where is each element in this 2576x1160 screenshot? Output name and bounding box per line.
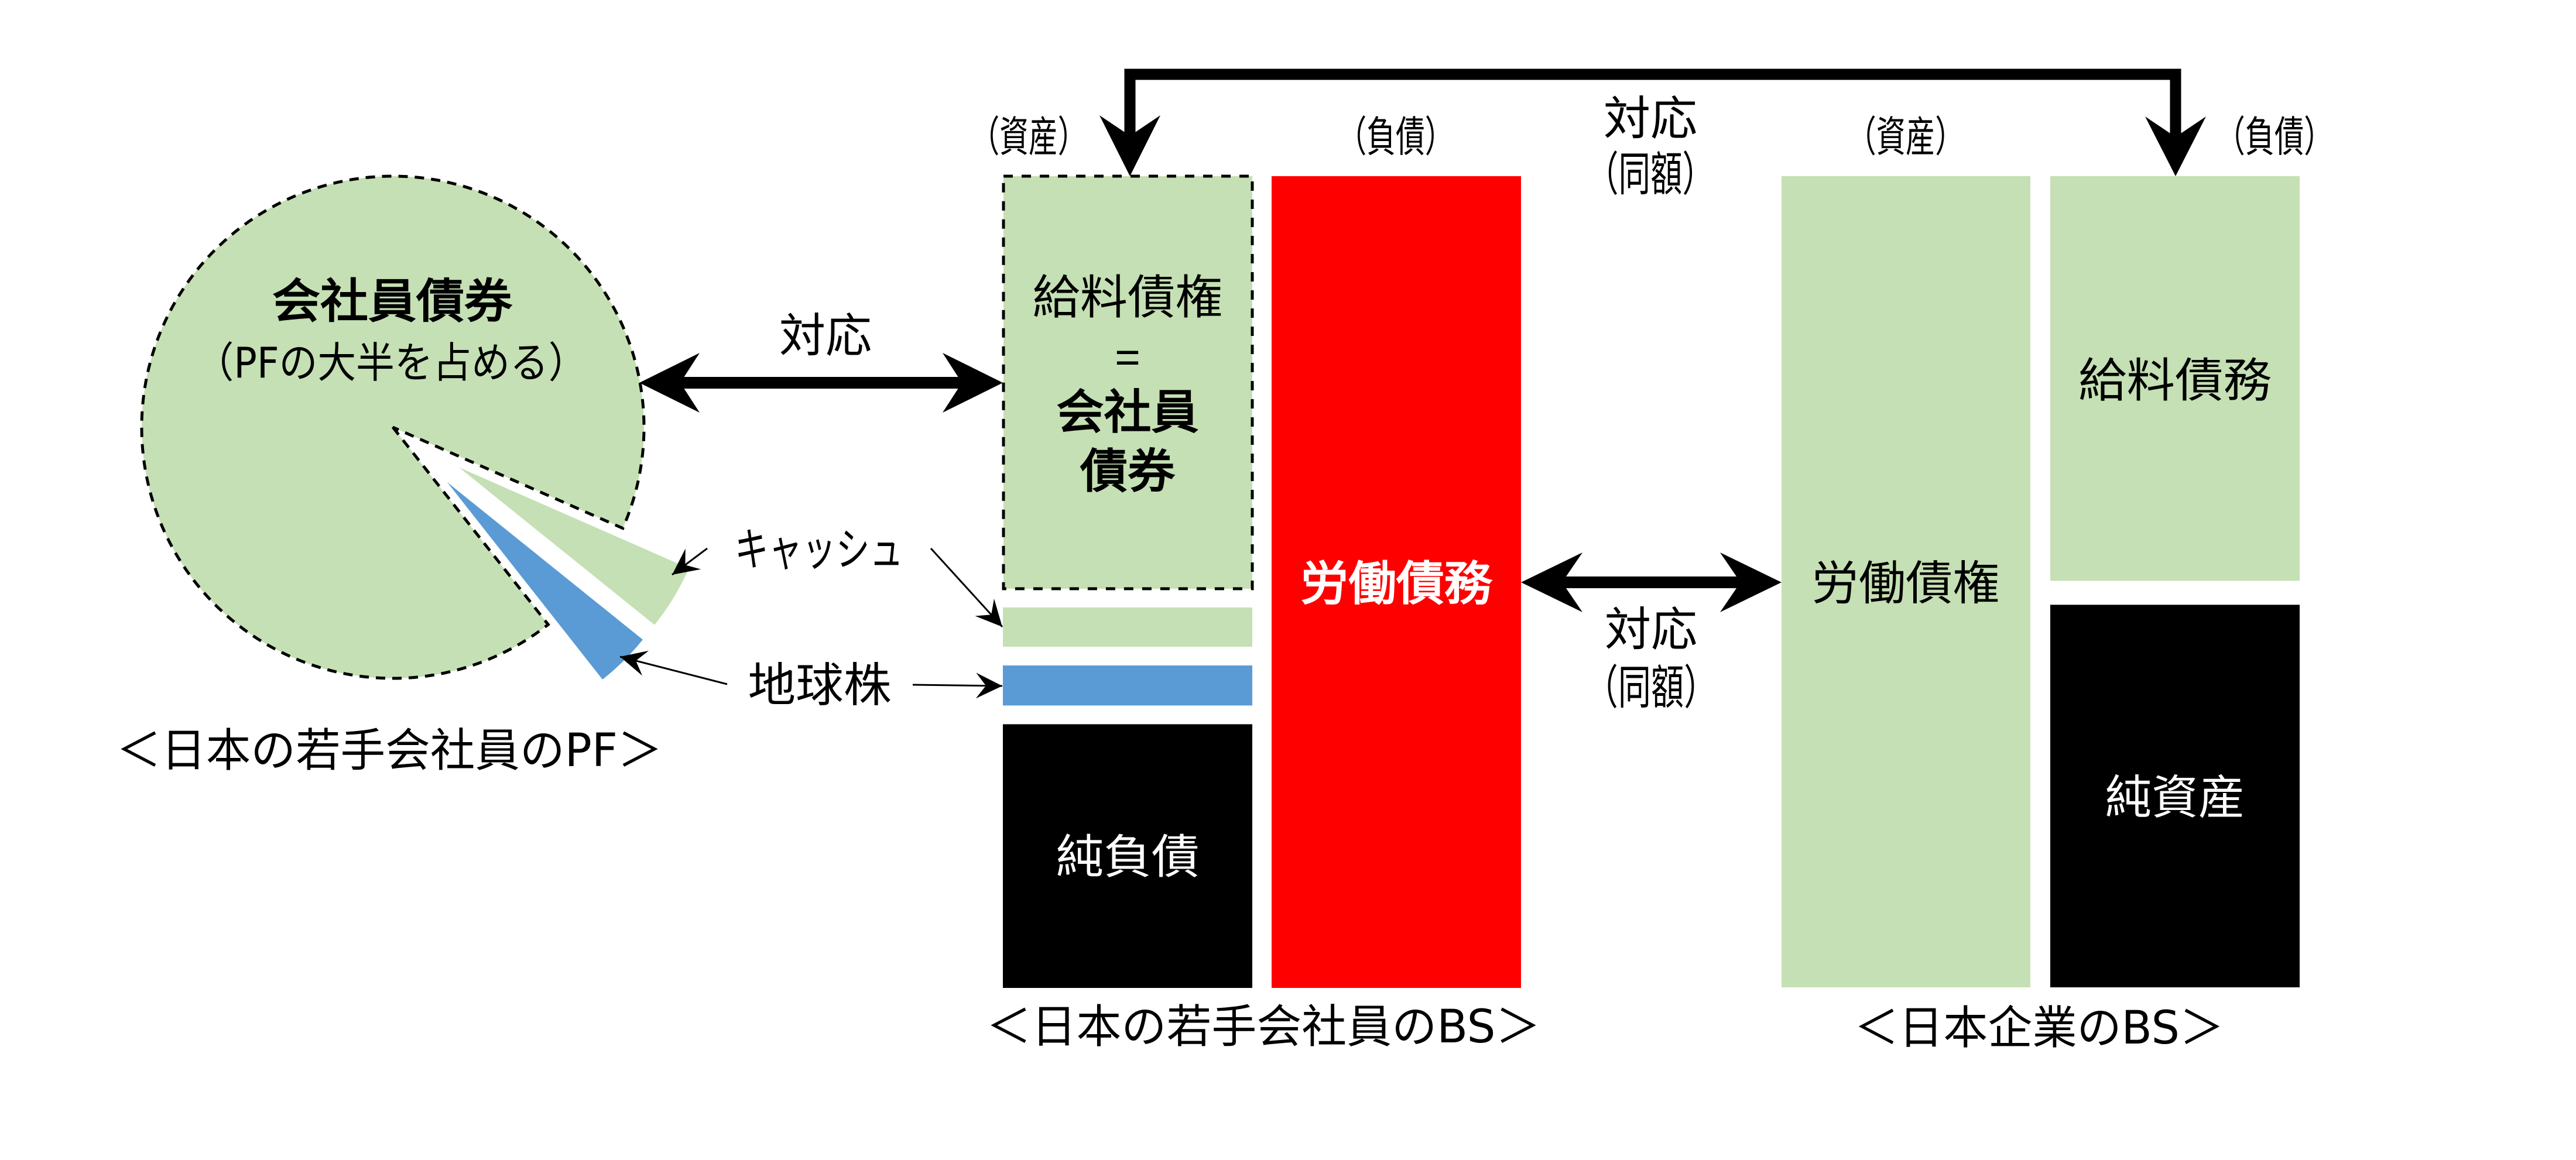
net-assets-label: 純資産 <box>2105 771 2245 825</box>
labor-claim-label: 労働債権 <box>1812 557 2000 611</box>
employee-assets-column <box>1002 174 1254 988</box>
pf-correspondence-label: 対応 <box>779 309 872 363</box>
employee-assets-header: （資産） <box>971 112 1087 162</box>
employee-bond-label-line1: 会社員 <box>1057 385 1199 440</box>
pf-caption: ＜日本の若手会社員のPF＞ <box>117 725 663 777</box>
cash-callout-label: キャッシュ <box>735 524 903 576</box>
labor-obligation-label: 労働債務 <box>1301 557 1493 611</box>
salary-debt-label: 給料債務 <box>2078 354 2272 408</box>
connector-arrowhead-right <box>2145 116 2206 176</box>
bs-block-net-debt <box>1003 724 1252 988</box>
cash-to-bs-arrow <box>930 547 1003 628</box>
bs-block-salary-debt <box>2050 176 2300 581</box>
cash-to-pie-arrow <box>672 547 708 576</box>
salary-correspondence-label: 対応 <box>1604 92 1697 146</box>
stocks-to-bs-arrow <box>912 672 1003 699</box>
company-assets-header: （資産） <box>1847 112 1965 162</box>
pie-main-label: 会社員債券 <box>272 274 513 329</box>
labor-correspondence-double-arrow <box>1521 552 1782 612</box>
stocks-callout-label: 地球株 <box>748 658 892 713</box>
equals-sign: ＝ <box>1113 332 1142 387</box>
net-debt-label: 純負債 <box>1056 830 1200 884</box>
salary-correspondence-sublabel: （同額） <box>1587 147 1714 202</box>
portfolio-pie-chart <box>140 174 689 680</box>
employee-liabilities-header: （負債） <box>1338 112 1454 162</box>
connector-arrowhead-left <box>1099 115 1160 176</box>
employee-bond-label-line2: 債券 <box>1080 444 1176 499</box>
labor-correspondence-label: 対応 <box>1605 603 1697 657</box>
salary-claim-label: 給料債権 <box>1033 270 1223 325</box>
bs-block-labor-claim <box>1782 176 2030 987</box>
pie-slice-global-stocks <box>447 482 643 679</box>
bs-block-labor-obligation <box>1272 176 1521 988</box>
employee-bs-caption: ＜日本の若手会社員のBS＞ <box>986 1001 1541 1053</box>
pie-main-sublabel: （PFの大半を占める） <box>196 338 587 387</box>
labor-correspondence-sublabel: （同額） <box>1585 661 1717 715</box>
pf-correspondence-double-arrow <box>639 353 1003 413</box>
salary-correspondence-connector <box>1124 68 2181 140</box>
pie-slice-cash <box>458 467 689 625</box>
employee-liabilities-column <box>1272 176 1521 988</box>
company-liabilities-header: （負債） <box>2216 112 2334 162</box>
bs-block-cash <box>1003 607 1252 647</box>
bs-block-global-stocks <box>1003 665 1252 706</box>
company-assets-column <box>1782 176 2030 987</box>
company-bs-caption: ＜日本企業のBS＞ <box>1854 1002 2224 1055</box>
stocks-to-pie-arrow <box>619 650 728 685</box>
company-liabilities-column <box>2050 176 2300 987</box>
pie-slice-employee-bonds <box>140 174 646 680</box>
bs-block-net-assets <box>2050 605 2300 987</box>
bs-block-salary-claim <box>1002 174 1254 591</box>
